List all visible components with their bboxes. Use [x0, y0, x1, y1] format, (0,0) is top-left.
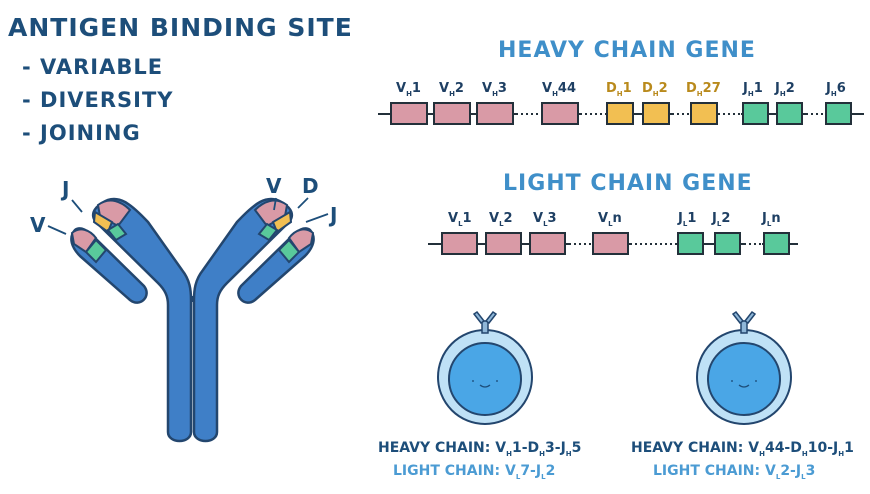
cell-right-heavy-caption: HEAVY CHAIN: VH44-DH10-JH1 — [631, 440, 854, 458]
light-j1-box — [677, 232, 704, 255]
b-cell-left-face-icon — [472, 380, 498, 388]
heavy-d2-box — [642, 102, 670, 125]
light-v1-label: VL1 — [448, 211, 472, 228]
heavy-j1-box — [742, 102, 769, 125]
light-jn-label: JLn — [761, 211, 781, 228]
antibody-left-j-label: J — [60, 177, 69, 201]
heavy-d27-label: DH27 — [686, 81, 721, 98]
heavy-v1-box — [390, 102, 428, 125]
antibody-left-heavy-chain — [91, 197, 193, 443]
heavy-j6-label: JH6 — [825, 81, 846, 98]
light-chain-segments — [441, 232, 790, 255]
light-j1-label: JL1 — [677, 211, 696, 228]
heavy-j1-label: JH1 — [742, 81, 763, 98]
b-cell-right — [696, 310, 792, 425]
antibody-right-d-label: D — [302, 174, 319, 198]
antibody-right-v-label: V — [266, 174, 282, 198]
right-heavy-v-region — [253, 199, 289, 228]
heavy-j2-label: JH2 — [774, 81, 795, 98]
b-cell-left-receptor-icon — [472, 310, 498, 334]
antibody-right-heavy-chain — [192, 197, 294, 443]
light-v3-box — [529, 232, 566, 255]
antibody-illustration — [70, 197, 315, 443]
heavy-d2-label: DH2 — [642, 81, 668, 98]
heavy-j2-box — [776, 102, 803, 125]
light-jn-box — [763, 232, 790, 255]
main-title: ANTIGEN BINDING SITE — [8, 13, 353, 42]
light-j2-box — [714, 232, 741, 255]
b-cell-right-receptor-icon — [731, 310, 757, 334]
bullet-joining: - JOINING — [22, 121, 141, 145]
light-v2-label: VL2 — [489, 211, 513, 228]
light-j2-label: JL2 — [711, 211, 730, 228]
light-v3-label: VL3 — [533, 211, 557, 228]
heavy-d1-label: DH1 — [606, 81, 632, 98]
bullet-variable: - VARIABLE — [22, 55, 163, 79]
antibody-left-v-label: V — [30, 213, 46, 237]
light-vn-box — [592, 232, 629, 255]
heavy-j6-box — [825, 102, 852, 125]
heavy-v2-label: VH2 — [439, 81, 464, 98]
antibody-right-j-label: J — [328, 203, 337, 227]
heavy-v3-box — [476, 102, 514, 125]
cell-right-light-caption: LIGHT CHAIN: VL2-JL3 — [653, 463, 815, 481]
bullet-diversity: - DIVERSITY — [22, 88, 174, 112]
heavy-d27-box — [690, 102, 718, 125]
heavy-d1-box — [606, 102, 634, 125]
heavy-v44-box — [541, 102, 579, 125]
heavy-v3-label: VH3 — [482, 81, 507, 98]
b-cell-right-face-icon — [731, 380, 757, 388]
light-chain-labels: VL1 VL2 VL3 VLn JL1 JL2 JLn — [448, 211, 781, 228]
left-light-j-region — [84, 238, 108, 264]
light-chain-gene-title: LIGHT CHAIN GENE — [503, 171, 753, 196]
light-v2-box — [485, 232, 522, 255]
antibody-variable-regions — [70, 199, 315, 264]
light-v1-box — [441, 232, 478, 255]
b-cell-left — [437, 310, 533, 425]
left-heavy-j-region — [106, 222, 128, 242]
cell-left-heavy-caption: HEAVY CHAIN: VH1-DH3-JH5 — [378, 440, 581, 458]
antibody-label-pointers — [47, 197, 329, 235]
heavy-chain-segments — [390, 102, 852, 125]
heavy-v44-label: VH44 — [542, 81, 576, 98]
left-heavy-d-region — [92, 210, 114, 234]
right-light-j-region — [277, 238, 301, 264]
heavy-chain-gene-title: HEAVY CHAIN GENE — [498, 38, 756, 63]
heavy-v2-box — [433, 102, 471, 125]
right-heavy-j-region — [257, 222, 279, 242]
right-heavy-d-region — [271, 210, 293, 234]
left-heavy-v-region — [96, 199, 132, 228]
cell-left-light-caption: LIGHT CHAIN: VL7-JL2 — [393, 463, 555, 481]
light-vn-label: VLn — [598, 211, 622, 228]
heavy-v1-label: VH1 — [396, 81, 421, 98]
heavy-chain-labels: VH1 VH2 VH3 VH44 DH1 DH2 DH27 JH1 JH2 JH… — [396, 81, 846, 98]
